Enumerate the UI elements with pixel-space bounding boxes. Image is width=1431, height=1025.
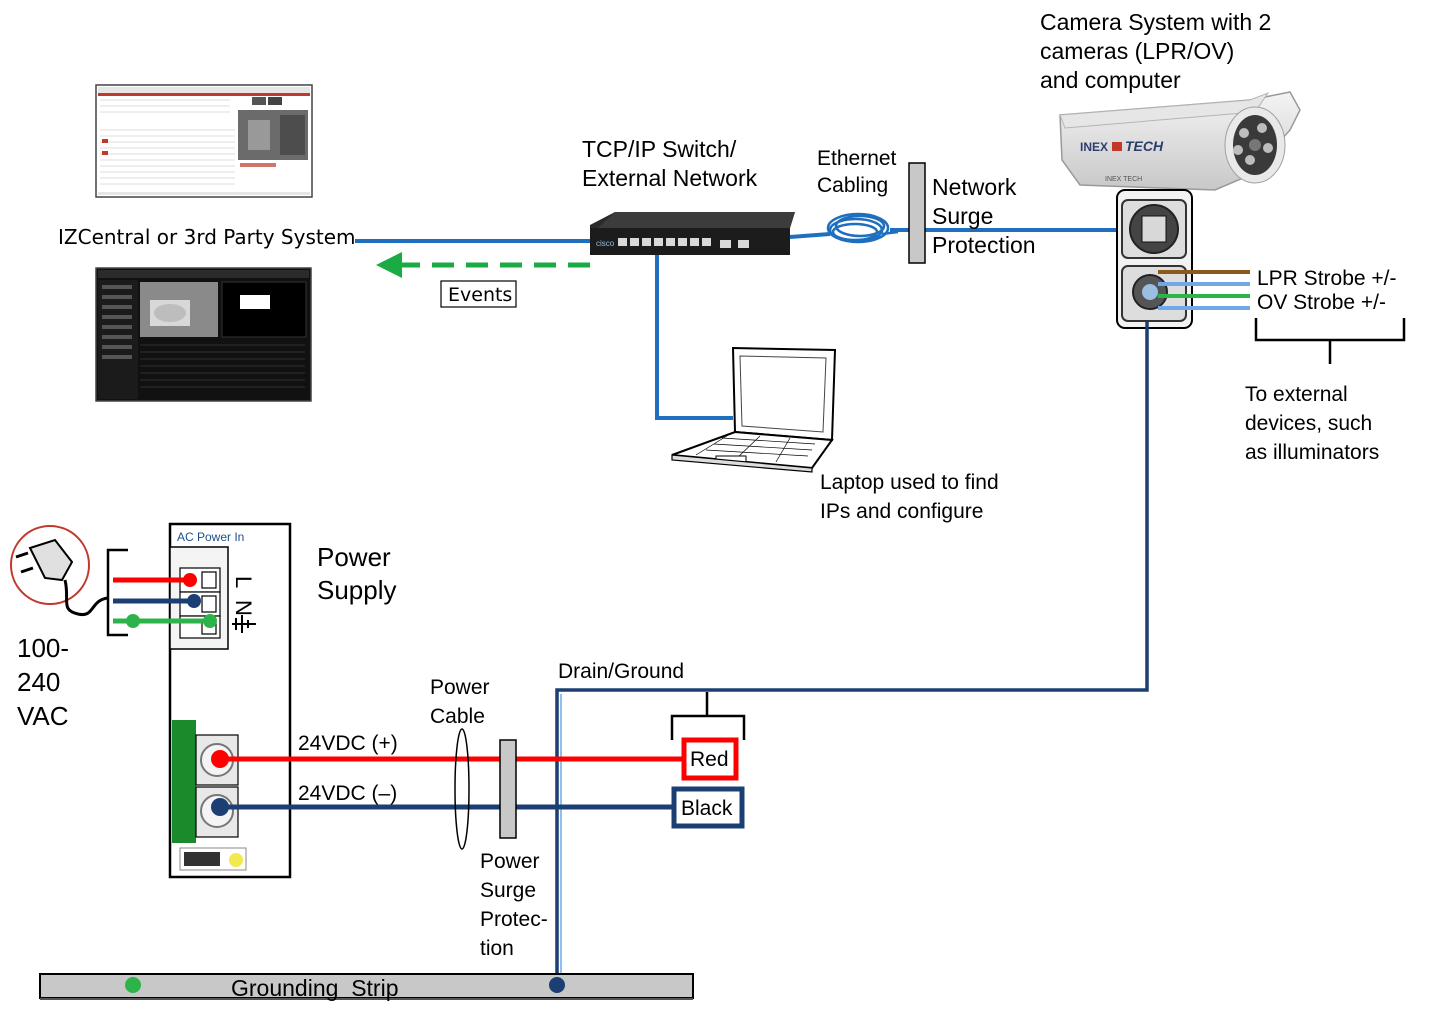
svg-text:Cable: Cable: [430, 705, 485, 728]
red-black-bracket: [670, 692, 746, 740]
terminal-g-dot: [203, 614, 217, 628]
svg-text:cisco: cisco: [596, 239, 615, 248]
terminal-labels: L N: [231, 576, 256, 616]
power-surge-label: Power Surge Protec- tion: [480, 850, 548, 960]
camera-ground-wire: [555, 322, 1149, 985]
grounding-strip: Grounding Strip: [39, 973, 694, 1001]
ethernet-lines: [355, 228, 1150, 420]
svg-text:Laptop used to find: Laptop used to find: [820, 471, 999, 494]
svg-text:VAC: VAC: [17, 701, 69, 731]
ac-wire-bracket: [106, 548, 128, 637]
camera-system-label: Camera System with 2 cameras (LPR/OV) an…: [1040, 9, 1271, 93]
tcp-switch-label: TCP/IP Switch/ External Network: [582, 136, 758, 191]
power-cable-label: Power Cable: [430, 676, 490, 728]
events-label: Events: [448, 284, 512, 306]
ac-power-in-label: AC Power In: [177, 530, 244, 544]
svg-text:IPs and configure: IPs and configure: [820, 500, 983, 523]
network-surge-bar: [908, 162, 926, 264]
black-terminal: Black: [671, 786, 745, 829]
svg-text:devices, such: devices, such: [1245, 412, 1372, 435]
laptop-label: Laptop used to find IPs and configure: [820, 471, 999, 523]
events-label-box: Events: [440, 280, 517, 308]
svg-text:cameras (LPR/OV): cameras (LPR/OV): [1040, 38, 1234, 64]
power-cable-marker: [454, 728, 470, 850]
events-arrow: [376, 252, 590, 278]
svg-text:Surge: Surge: [480, 879, 536, 902]
vdc-plus-label: 24VDC (+): [298, 732, 398, 755]
terminal-n-dot: [187, 594, 201, 608]
red-terminal: Red: [681, 737, 739, 781]
svg-text:100-: 100-: [17, 633, 69, 663]
svg-text:External Network: External Network: [582, 165, 758, 191]
svg-text:as illuminators: as illuminators: [1245, 441, 1379, 464]
ground-symbol: [232, 615, 256, 633]
svg-text:Protec-: Protec-: [480, 908, 548, 931]
camera-brand-2: TECH: [1125, 138, 1164, 154]
svg-text:OV Strobe +/-: OV Strobe +/-: [1257, 291, 1386, 314]
laptop: [671, 346, 837, 473]
strobe-wires: [1158, 270, 1250, 310]
izcentral-label: IZCentral or 3rd Party System: [58, 225, 356, 249]
dc-minus-dot: [211, 798, 229, 816]
svg-text:Cabling: Cabling: [817, 174, 888, 197]
svg-text:Power: Power: [317, 542, 391, 572]
svg-text:Power: Power: [480, 850, 540, 873]
strobe-labels: LPR Strobe +/- OV Strobe +/-: [1257, 267, 1396, 314]
power-plug-icon: [10, 525, 109, 617]
svg-text:LPR Strobe +/-: LPR Strobe +/-: [1257, 267, 1396, 290]
power-surge-bar: [499, 739, 517, 839]
camera-housing: INEX TECH INEX TECH: [1059, 91, 1301, 191]
voltage-label: 100- 240 VAC: [17, 633, 69, 731]
svg-text:tion: tion: [480, 937, 514, 960]
ground-junction-left: [125, 977, 141, 993]
svg-text:Network: Network: [932, 174, 1017, 200]
terminal-l-dot: [183, 573, 197, 587]
camera-connector-panel: [1116, 189, 1193, 329]
power-supply-label: Power Supply: [317, 542, 397, 605]
drain-ground-label: Drain/Ground: [558, 660, 684, 683]
svg-text:Camera System with 2: Camera System with 2: [1040, 9, 1271, 35]
grounding-strip-label: Grounding Strip: [231, 975, 398, 1001]
svg-text:Black: Black: [681, 797, 733, 820]
svg-text:TCP/IP Switch/: TCP/IP Switch/: [582, 136, 737, 162]
svg-text:Power: Power: [430, 676, 490, 699]
svg-text:Protection: Protection: [932, 232, 1036, 258]
ethernet-cabling-label: Ethernet Cabling: [817, 147, 897, 197]
camera-brand: INEX: [1080, 140, 1108, 154]
ethernet-cable-coil: [826, 212, 899, 244]
svg-text:N: N: [231, 600, 256, 616]
svg-text:INEX TECH: INEX TECH: [1105, 176, 1142, 183]
external-devices-bracket: [1254, 318, 1406, 364]
svg-text:L: L: [231, 576, 256, 588]
svg-text:Supply: Supply: [317, 575, 397, 605]
svg-text:Red: Red: [690, 748, 729, 771]
ground-junction-top: [126, 614, 140, 628]
svg-text:Ethernet: Ethernet: [817, 147, 897, 170]
software-screenshot-top: [95, 84, 313, 198]
dc-plus-dot: [211, 750, 229, 768]
svg-text:Surge: Surge: [932, 203, 993, 229]
software-screenshot-bottom: [95, 267, 312, 402]
vdc-minus-label: 24VDC (–): [298, 782, 397, 805]
ground-junction-right: [549, 977, 565, 993]
svg-text:240: 240: [17, 667, 60, 697]
network-surge-label: Network Surge Protection: [932, 174, 1036, 258]
external-devices-label: To external devices, such as illuminator…: [1245, 383, 1379, 464]
network-switch: cisco: [590, 212, 795, 255]
svg-text:To external: To external: [1245, 383, 1348, 406]
svg-text:and computer: and computer: [1040, 67, 1181, 93]
